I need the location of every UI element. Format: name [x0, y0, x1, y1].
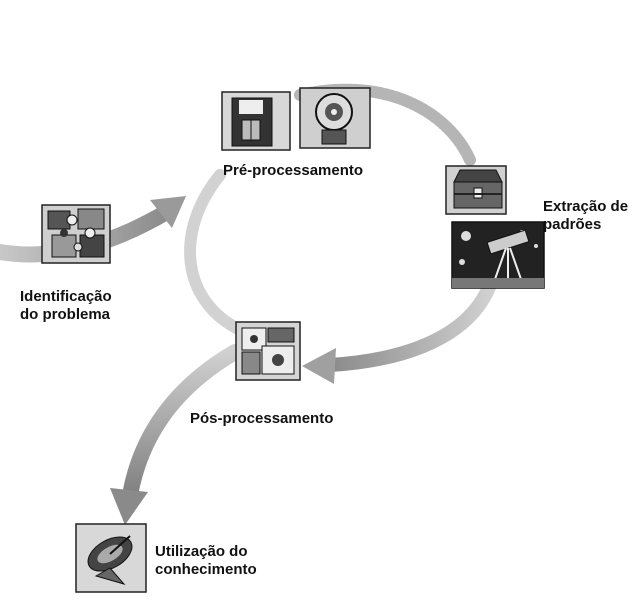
identificacao-label: Identificação do problema	[20, 288, 112, 324]
utilizacao-line1: Utilização do	[155, 543, 248, 560]
extracao-line2: padrões	[543, 216, 602, 233]
satellite-dish-icon	[75, 523, 147, 593]
pre-processamento-text: Pré-processamento	[223, 162, 364, 179]
arc-extracao-to-pos	[302, 278, 497, 384]
utilizacao-label: Utilização do conhecimento	[155, 543, 257, 579]
disk-and-clock-icon	[221, 87, 371, 151]
pos-processamento-label: Pós-processamento	[190, 410, 333, 428]
identificacao-line1: Identificação	[20, 288, 112, 305]
utilizacao-line2: conhecimento	[155, 561, 257, 578]
extracao-line1: Extração de	[543, 198, 629, 215]
pos-processamento-text: Pós-processamento	[190, 410, 334, 427]
arc-pos-to-pre	[184, 169, 246, 336]
treasure-chest-icon	[445, 165, 507, 215]
puzzle-pieces-icon	[41, 204, 111, 264]
pre-processamento-label: Pré-processamento	[223, 162, 363, 180]
identificacao-line2: do problema	[20, 306, 111, 323]
extracao-label: Extração de padrões	[543, 198, 628, 234]
arc-pos-to-utilizacao	[110, 344, 243, 525]
telescope-icon	[451, 221, 545, 289]
floor-plan-icon	[235, 321, 301, 381]
